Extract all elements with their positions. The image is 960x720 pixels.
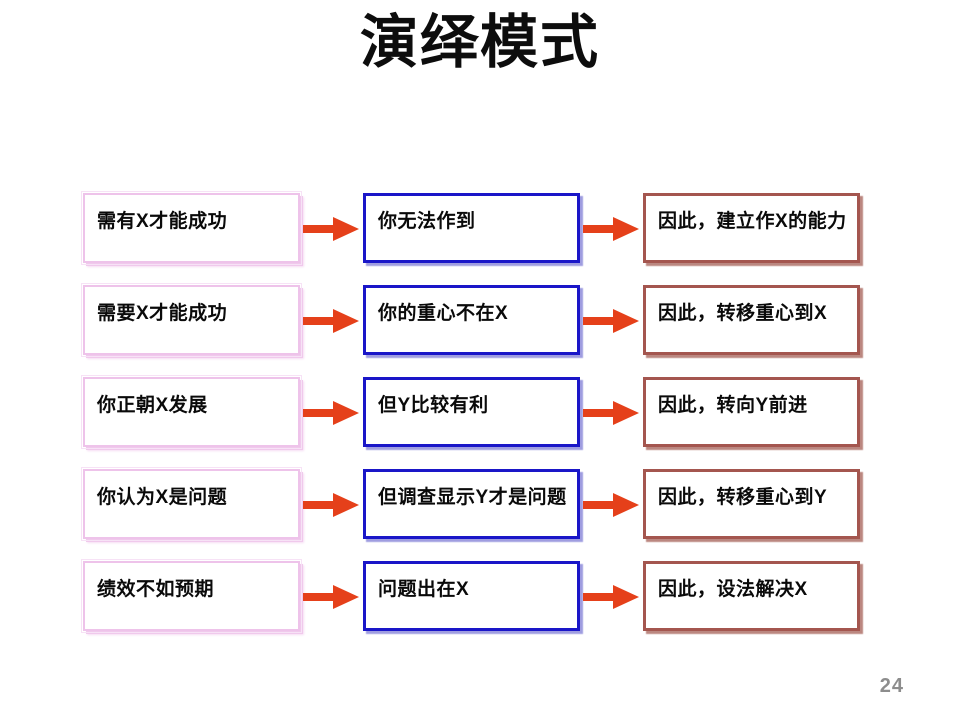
- page-number: 24: [879, 675, 904, 697]
- right-arrow-icon: [583, 584, 639, 610]
- premise-label: 绩效不如预期: [97, 578, 215, 600]
- flow-row: 你认为X是问题 但调查显示Y才是问题 因此，转移重心到Y: [0, 467, 960, 561]
- conclusion-label: 因此，转移重心到Y: [658, 486, 828, 508]
- flow-row: 绩效不如预期 问题出在X 因此，设法解决X: [0, 559, 960, 653]
- premise-label: 需有X才能成功: [97, 210, 228, 232]
- premise-box[interactable]: 需有X才能成功: [81, 191, 302, 265]
- premise-label: 需要X才能成功: [97, 302, 228, 324]
- flow-row: 需要X才能成功 你的重心不在X 因此，转移重心到X: [0, 283, 960, 377]
- observation-label: 但Y比较有利: [378, 394, 489, 416]
- observation-label: 但调查显示Y才是问题: [378, 486, 567, 508]
- conclusion-box[interactable]: 因此，转移重心到X: [643, 285, 860, 355]
- observation-box[interactable]: 但调查显示Y才是问题: [363, 469, 580, 539]
- premise-label: 你正朝X发展: [97, 394, 208, 416]
- conclusion-box[interactable]: 因此，设法解决X: [643, 561, 860, 631]
- conclusion-label: 因此，建立作X的能力: [658, 210, 847, 232]
- right-arrow-icon: [303, 216, 359, 242]
- premise-box[interactable]: 绩效不如预期: [81, 559, 302, 633]
- conclusion-label: 因此，转移重心到X: [658, 302, 828, 324]
- right-arrow-icon: [583, 308, 639, 334]
- conclusion-label: 因此，设法解决X: [658, 578, 808, 600]
- flow-row: 你正朝X发展 但Y比较有利 因此，转向Y前进: [0, 375, 960, 469]
- conclusion-box[interactable]: 因此，转向Y前进: [643, 377, 860, 447]
- observation-box[interactable]: 你无法作到: [363, 193, 580, 263]
- observation-label: 你的重心不在X: [378, 302, 509, 324]
- observation-label: 问题出在X: [378, 578, 470, 600]
- observation-box[interactable]: 问题出在X: [363, 561, 580, 631]
- right-arrow-icon: [583, 216, 639, 242]
- right-arrow-icon: [303, 492, 359, 518]
- conclusion-box[interactable]: 因此，建立作X的能力: [643, 193, 860, 263]
- deductive-flow-diagram: 需有X才能成功 你无法作到 因此，建立作X的能力 需要X才能成功: [0, 191, 960, 653]
- observation-box[interactable]: 你的重心不在X: [363, 285, 580, 355]
- premise-box[interactable]: 需要X才能成功: [81, 283, 302, 357]
- right-arrow-icon: [583, 492, 639, 518]
- right-arrow-icon: [303, 308, 359, 334]
- right-arrow-icon: [303, 584, 359, 610]
- conclusion-box[interactable]: 因此，转移重心到Y: [643, 469, 860, 539]
- right-arrow-icon: [303, 400, 359, 426]
- conclusion-label: 因此，转向Y前进: [658, 394, 808, 416]
- premise-box[interactable]: 你正朝X发展: [81, 375, 302, 449]
- observation-box[interactable]: 但Y比较有利: [363, 377, 580, 447]
- premise-label: 你认为X是问题: [97, 486, 228, 508]
- page-title: 演绎模式: [359, 10, 600, 75]
- premise-box[interactable]: 你认为X是问题: [81, 467, 302, 541]
- right-arrow-icon: [583, 400, 639, 426]
- observation-label: 你无法作到: [378, 210, 476, 232]
- flow-row: 需有X才能成功 你无法作到 因此，建立作X的能力: [0, 191, 960, 285]
